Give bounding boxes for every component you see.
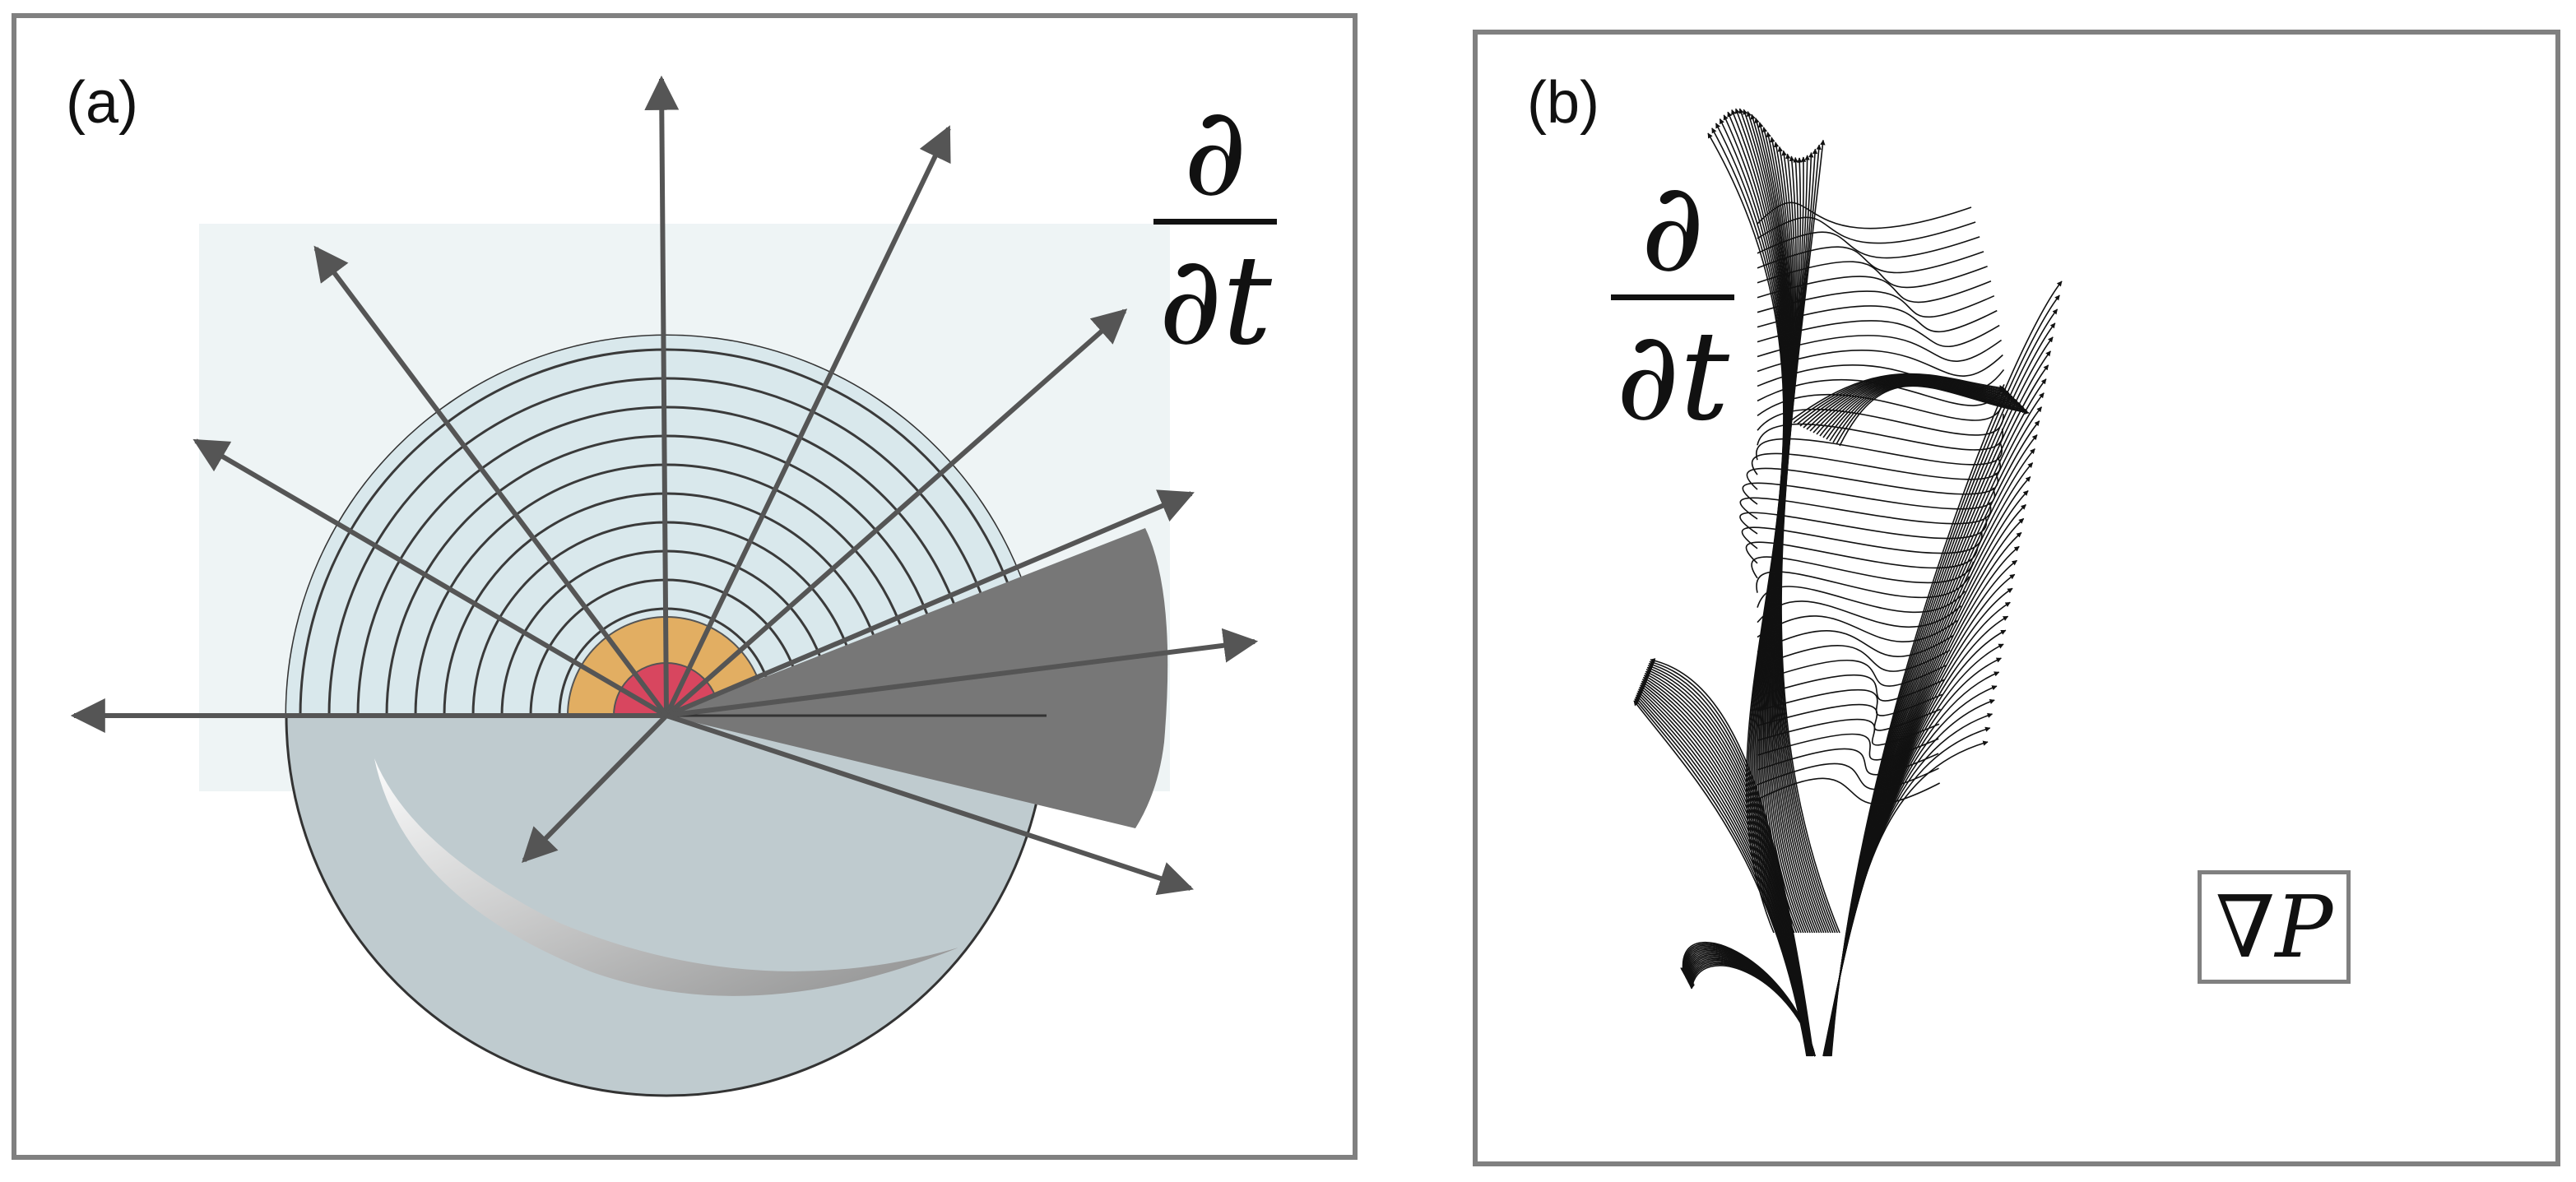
streamline	[1796, 374, 2008, 425]
streamline	[1757, 305, 1998, 333]
streamline	[1739, 512, 1988, 540]
streamline	[1757, 246, 1984, 274]
streamline	[1799, 375, 2010, 427]
streamline	[1839, 385, 2030, 447]
streamline	[1816, 379, 2018, 435]
streamline	[1829, 364, 2049, 1057]
streamline	[1757, 408, 2004, 436]
streamline	[1650, 658, 1814, 1057]
streamline	[1739, 497, 1992, 525]
streamline	[1793, 373, 2007, 424]
streamline	[1806, 377, 2013, 430]
streamline	[1757, 718, 1940, 746]
streamline	[1825, 573, 2016, 1057]
streamline	[1836, 384, 2028, 445]
streamline	[1757, 703, 1941, 731]
streamline	[1826, 517, 2025, 1057]
streamline	[1757, 423, 2003, 451]
sphere-highlight	[374, 758, 958, 996]
streamline	[1741, 526, 1983, 554]
streamline	[1757, 202, 1972, 229]
streamline-diagram	[1633, 108, 2063, 1057]
derivative-numerator: ∂	[1641, 156, 1705, 299]
streamline	[1780, 139, 1840, 934]
streamline	[1757, 216, 1976, 244]
streamline	[1829, 382, 2025, 442]
streamline	[1809, 378, 2015, 432]
streamline	[1826, 476, 2031, 1057]
sphere-diagram	[70, 75, 1259, 1097]
time-derivative-a: ∂ ∂t	[1153, 90, 1277, 363]
arrow-up	[644, 75, 680, 716]
panel-a: (a)	[12, 13, 1358, 1160]
panel-b: (b) ∂ ∂t ∇P	[1473, 30, 2560, 1166]
streamline	[1830, 308, 2058, 1057]
streamline	[1757, 763, 1939, 790]
streamline	[1742, 482, 1996, 510]
streamline	[1757, 393, 2005, 421]
streamline	[1757, 659, 1947, 687]
fraction-bar	[1153, 219, 1277, 225]
streamline	[1757, 290, 1995, 318]
radial-arrows	[70, 75, 1259, 896]
derivative-denominator: ∂t	[1158, 229, 1272, 373]
cross-section-wedge	[666, 528, 1168, 828]
streamline	[1822, 381, 2021, 438]
streamline	[1826, 382, 2023, 440]
streamline	[1757, 350, 2003, 377]
streamline	[1827, 462, 2034, 1057]
streamline	[1751, 452, 2001, 480]
streamline	[1689, 965, 1816, 1057]
streamline	[1822, 726, 1991, 1057]
streamline	[1812, 378, 2017, 433]
streamline	[1757, 231, 1980, 259]
streamline	[1757, 600, 1961, 628]
fraction-bar	[1611, 294, 1734, 300]
panel-b-label: (b)	[1527, 70, 1599, 136]
streamline	[1803, 376, 2012, 429]
streamline	[1757, 615, 1958, 643]
streamline	[1757, 630, 1954, 657]
streamline	[1757, 733, 1939, 761]
streamline	[1756, 571, 1970, 599]
streamline	[1757, 748, 1939, 776]
streamline	[1757, 320, 2000, 348]
derivative-denominator: ∂t	[1616, 305, 1729, 448]
streamline	[1829, 378, 2047, 1057]
panel-a-label: (a)	[66, 70, 138, 136]
streamline	[1789, 373, 2005, 422]
streamline	[1757, 645, 1951, 672]
streamline	[1757, 276, 1992, 304]
streamlines	[1633, 108, 2063, 1057]
streamline	[1757, 674, 1945, 702]
streamline	[1831, 280, 2063, 1057]
time-derivative-b: ∂ ∂t	[1611, 166, 1734, 438]
derivative-numerator: ∂	[1183, 81, 1247, 224]
streamline	[1819, 380, 2020, 437]
streamline	[1745, 541, 1979, 569]
streamline	[1747, 467, 1999, 495]
pressure-gradient-box: ∇P	[2198, 870, 2351, 984]
streamline	[1757, 777, 1941, 805]
streamline	[1757, 261, 1988, 289]
streamline	[1757, 335, 2003, 362]
streamline	[1756, 438, 2003, 466]
streamline	[1648, 662, 1814, 1057]
pressure-gradient-label: ∇P	[2215, 877, 2333, 977]
streamline	[1751, 556, 1975, 584]
streamline	[1832, 383, 2026, 443]
streamline	[1757, 688, 1942, 716]
streamline	[1757, 586, 1966, 614]
